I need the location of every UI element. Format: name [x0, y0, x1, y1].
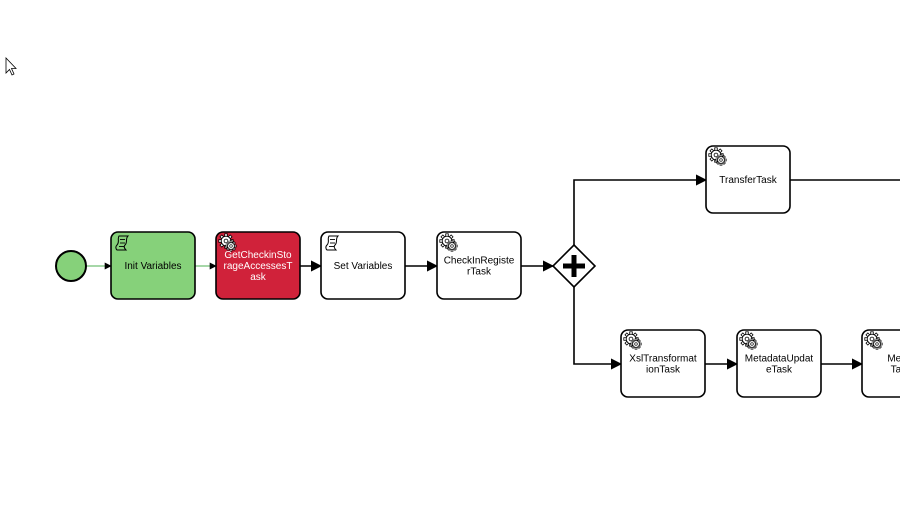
- gear-icon: [218, 233, 237, 252]
- task-box: [436, 231, 522, 300]
- task-label: Init Variables: [124, 261, 181, 272]
- gear-icon: [739, 331, 758, 350]
- sequence-flow-parallel-split-to-transfer-task[interactable]: [573, 174, 708, 245]
- task-set-variables[interactable]: Set Variables: [320, 231, 406, 300]
- mouse-cursor-icon: [5, 57, 17, 76]
- task-label: Set Variables: [334, 261, 393, 272]
- task-metadata-partial[interactable]: MetadaTask -: [861, 329, 900, 398]
- task-box: [705, 145, 791, 214]
- task-box: [110, 231, 196, 300]
- script-icon: [115, 235, 130, 251]
- task-box: [736, 329, 822, 398]
- sequence-flow-parallel-split-to-xsl-transformation[interactable]: [573, 287, 623, 370]
- start-event[interactable]: [55, 250, 87, 282]
- task-transfer-task[interactable]: TransferTask: [705, 145, 791, 214]
- task-label: TransferTask: [719, 175, 777, 186]
- gear-icon: [708, 147, 727, 166]
- script-icon: [325, 235, 340, 251]
- task-init-variables[interactable]: Init Variables: [110, 231, 196, 300]
- gear-icon: [623, 331, 642, 350]
- task-box: [215, 231, 301, 300]
- gear-icon: [864, 331, 883, 350]
- sequence-flows: [86, 174, 900, 370]
- task-box: [320, 231, 406, 300]
- parallel-gateway[interactable]: [551, 243, 597, 289]
- task-label: MetadaTask -: [887, 354, 900, 376]
- gear-icon: [439, 233, 458, 252]
- task-box: [861, 329, 900, 398]
- task-box: [620, 329, 706, 398]
